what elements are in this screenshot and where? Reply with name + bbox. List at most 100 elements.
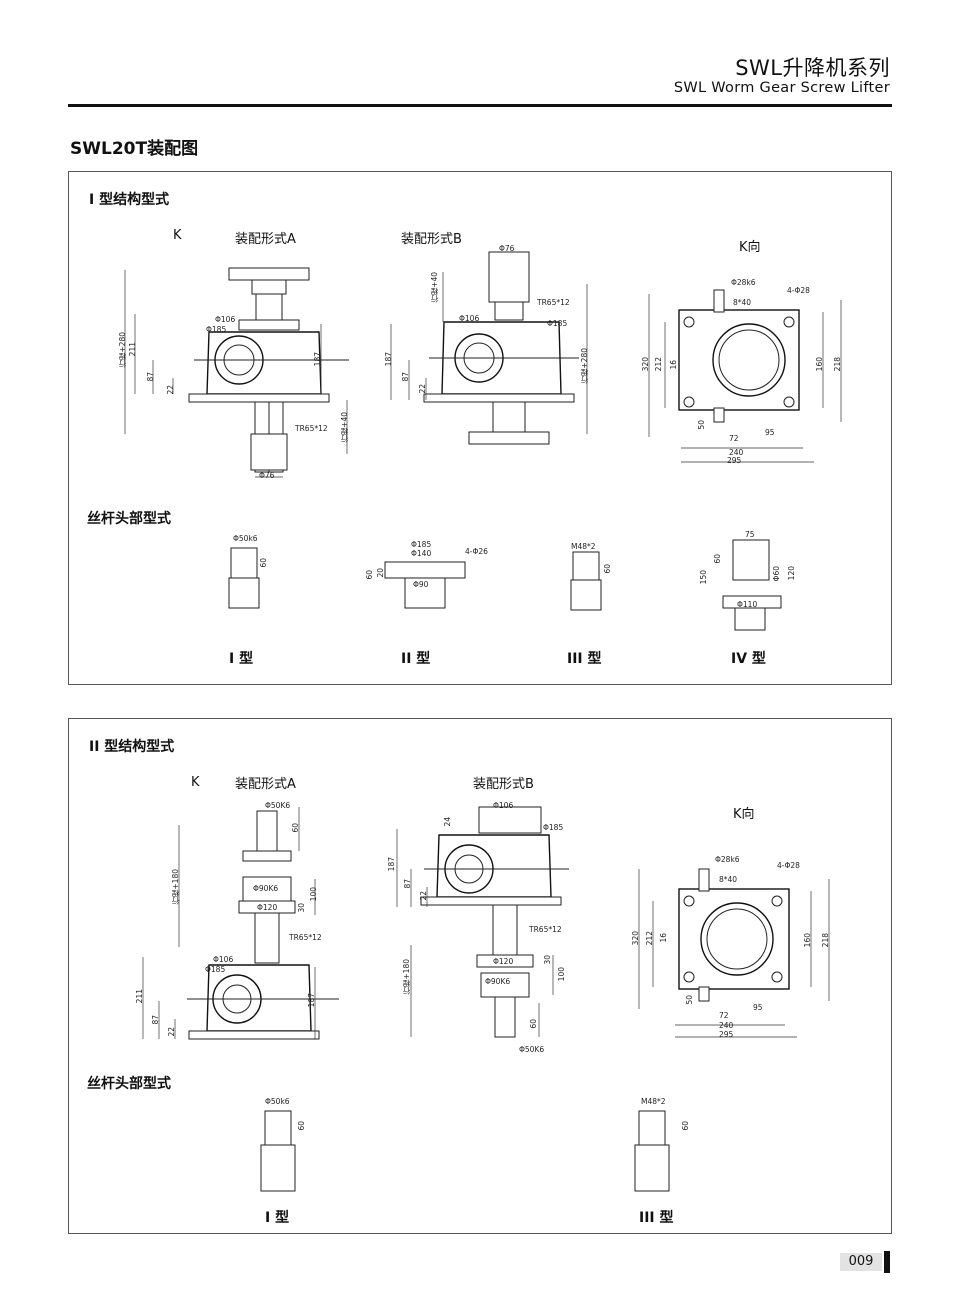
- dim-label: 60: [365, 570, 374, 580]
- dim-label: Φ185: [543, 823, 564, 832]
- section-title-2: II 型结构型式: [89, 739, 175, 755]
- dim-label: Φ50k6: [265, 1097, 290, 1106]
- assembly-b-label: 装配形式B: [401, 232, 462, 247]
- head-types-drawing: [260, 1110, 670, 1192]
- series-title: SWL升降机系列: [735, 56, 890, 80]
- head-type-iii-label: III 型: [567, 651, 602, 667]
- head-type-iv-label: IV 型: [731, 651, 766, 667]
- dim-label: M48*2: [641, 1097, 666, 1106]
- dim-label: 行程+40: [340, 412, 349, 443]
- dim-label: 75: [745, 530, 755, 539]
- panel-type-2-drawing: [142, 806, 830, 1192]
- dim-label: 4-Φ26: [465, 547, 488, 556]
- dim-label: Φ28k6: [731, 278, 756, 287]
- dim-label: 24: [443, 817, 452, 827]
- dim-label: 212: [645, 931, 654, 946]
- view-k-label: K: [191, 775, 200, 790]
- dim-label: 16: [659, 933, 668, 943]
- page-number-bar: [884, 1251, 890, 1273]
- dim-label: 60: [529, 1019, 538, 1029]
- panel-type-1: I 型结构型式 K 装配形式A 装配形式B K向 Φ106 Φ185 行程+28…: [68, 171, 892, 685]
- dim-label: Φ50K6: [519, 1045, 545, 1054]
- dim-label: 187: [384, 352, 393, 367]
- dim-label: Φ106: [493, 801, 514, 810]
- dim-label: Φ185: [547, 319, 568, 328]
- dim-label: 8*40: [719, 875, 738, 884]
- dim-label: 60: [297, 1121, 306, 1131]
- dim-label: Φ50K6: [265, 801, 291, 810]
- dim-label: 240: [729, 448, 744, 457]
- head-type-i-label: I 型: [265, 1210, 290, 1226]
- k-view-drawing: [648, 289, 842, 463]
- dim-label: 320: [641, 357, 650, 372]
- k-direction-label: K向: [739, 240, 761, 255]
- dim-label: Φ185: [411, 540, 432, 549]
- dim-label: Φ185: [205, 965, 226, 974]
- dim-label: TR65*12: [529, 925, 562, 934]
- dim-label: 60: [713, 554, 722, 564]
- k-direction-label: K向: [733, 807, 755, 822]
- dim-label: TR65*12: [289, 933, 322, 942]
- dim-label: TR65*12: [295, 424, 328, 433]
- dim-label: 187: [387, 857, 396, 872]
- dim-label: 150: [699, 570, 708, 585]
- assembly-a-label: 装配形式A: [235, 777, 296, 792]
- dim-label: 行程+40: [430, 272, 439, 303]
- dim-label: Φ120: [257, 903, 278, 912]
- dim-label: 22: [166, 385, 175, 395]
- dim-label: 行程+280: [580, 348, 589, 384]
- dim-label: 320: [631, 931, 640, 946]
- dim-label: Φ90K6: [485, 977, 511, 986]
- dim-label: 100: [557, 967, 566, 982]
- dim-label: 8*40: [733, 298, 752, 307]
- dim-label: 160: [803, 933, 812, 948]
- page-number: 009: [840, 1253, 882, 1271]
- dim-label: 4-Φ28: [787, 286, 810, 295]
- dim-label: Φ60: [772, 566, 781, 582]
- dim-label: 72: [719, 1011, 729, 1020]
- head-type-i-label: I 型: [229, 651, 254, 667]
- dim-label: 4-Φ28: [777, 861, 800, 870]
- assembly-a-drawing: [124, 267, 349, 478]
- dim-label: 120: [787, 566, 796, 581]
- dim-label: 95: [765, 428, 775, 437]
- header-rule: [68, 104, 892, 107]
- dim-label: 187: [307, 993, 316, 1008]
- dim-label: 60: [681, 1121, 690, 1131]
- assembly-b-drawing: [396, 806, 569, 1038]
- view-k-label: K: [173, 228, 182, 243]
- dim-label: Φ110: [737, 600, 758, 609]
- dim-label: 60: [259, 558, 268, 568]
- dim-label: 行程+280: [118, 332, 127, 368]
- dim-label: Φ106: [459, 314, 480, 323]
- dim-label: 295: [719, 1030, 734, 1039]
- dim-label: 218: [833, 357, 842, 372]
- dim-label: Φ50k6: [233, 534, 258, 543]
- dim-label: 行程+180: [402, 959, 411, 995]
- panel-type-1-drawing: [124, 251, 842, 631]
- dim-label: Φ76: [259, 471, 275, 480]
- dim-label: Φ140: [411, 549, 432, 558]
- assembly-b-label: 装配形式B: [473, 777, 534, 792]
- dim-label: Φ90K6: [253, 884, 279, 893]
- dim-label: M48*2: [571, 542, 596, 551]
- dim-label: 60: [603, 564, 612, 574]
- k-view-drawing: [638, 868, 830, 1038]
- dim-label: Φ90: [413, 580, 429, 589]
- dim-label: 50: [697, 420, 706, 430]
- head-type-iii-label: III 型: [639, 1210, 674, 1226]
- section-title-1: I 型结构型式: [89, 192, 170, 208]
- assembly-a-label: 装配形式A: [235, 232, 296, 247]
- panel-type-2: II 型结构型式 K 装配形式A 装配形式B K向 Φ50K6 60 Φ90K6…: [68, 718, 892, 1234]
- dim-label: Φ28k6: [715, 855, 740, 864]
- dim-label: 87: [401, 372, 410, 382]
- dim-label: 212: [654, 357, 663, 372]
- dim-label: Φ106: [215, 315, 236, 324]
- dim-label: 211: [128, 342, 137, 357]
- dim-label: 60: [291, 823, 300, 833]
- dim-label: TR65*12: [537, 298, 570, 307]
- dim-label: 22: [167, 1027, 176, 1037]
- head-types-drawing: [228, 539, 782, 631]
- head-type-ii-label: II 型: [401, 651, 431, 667]
- dim-label: 20: [376, 568, 385, 578]
